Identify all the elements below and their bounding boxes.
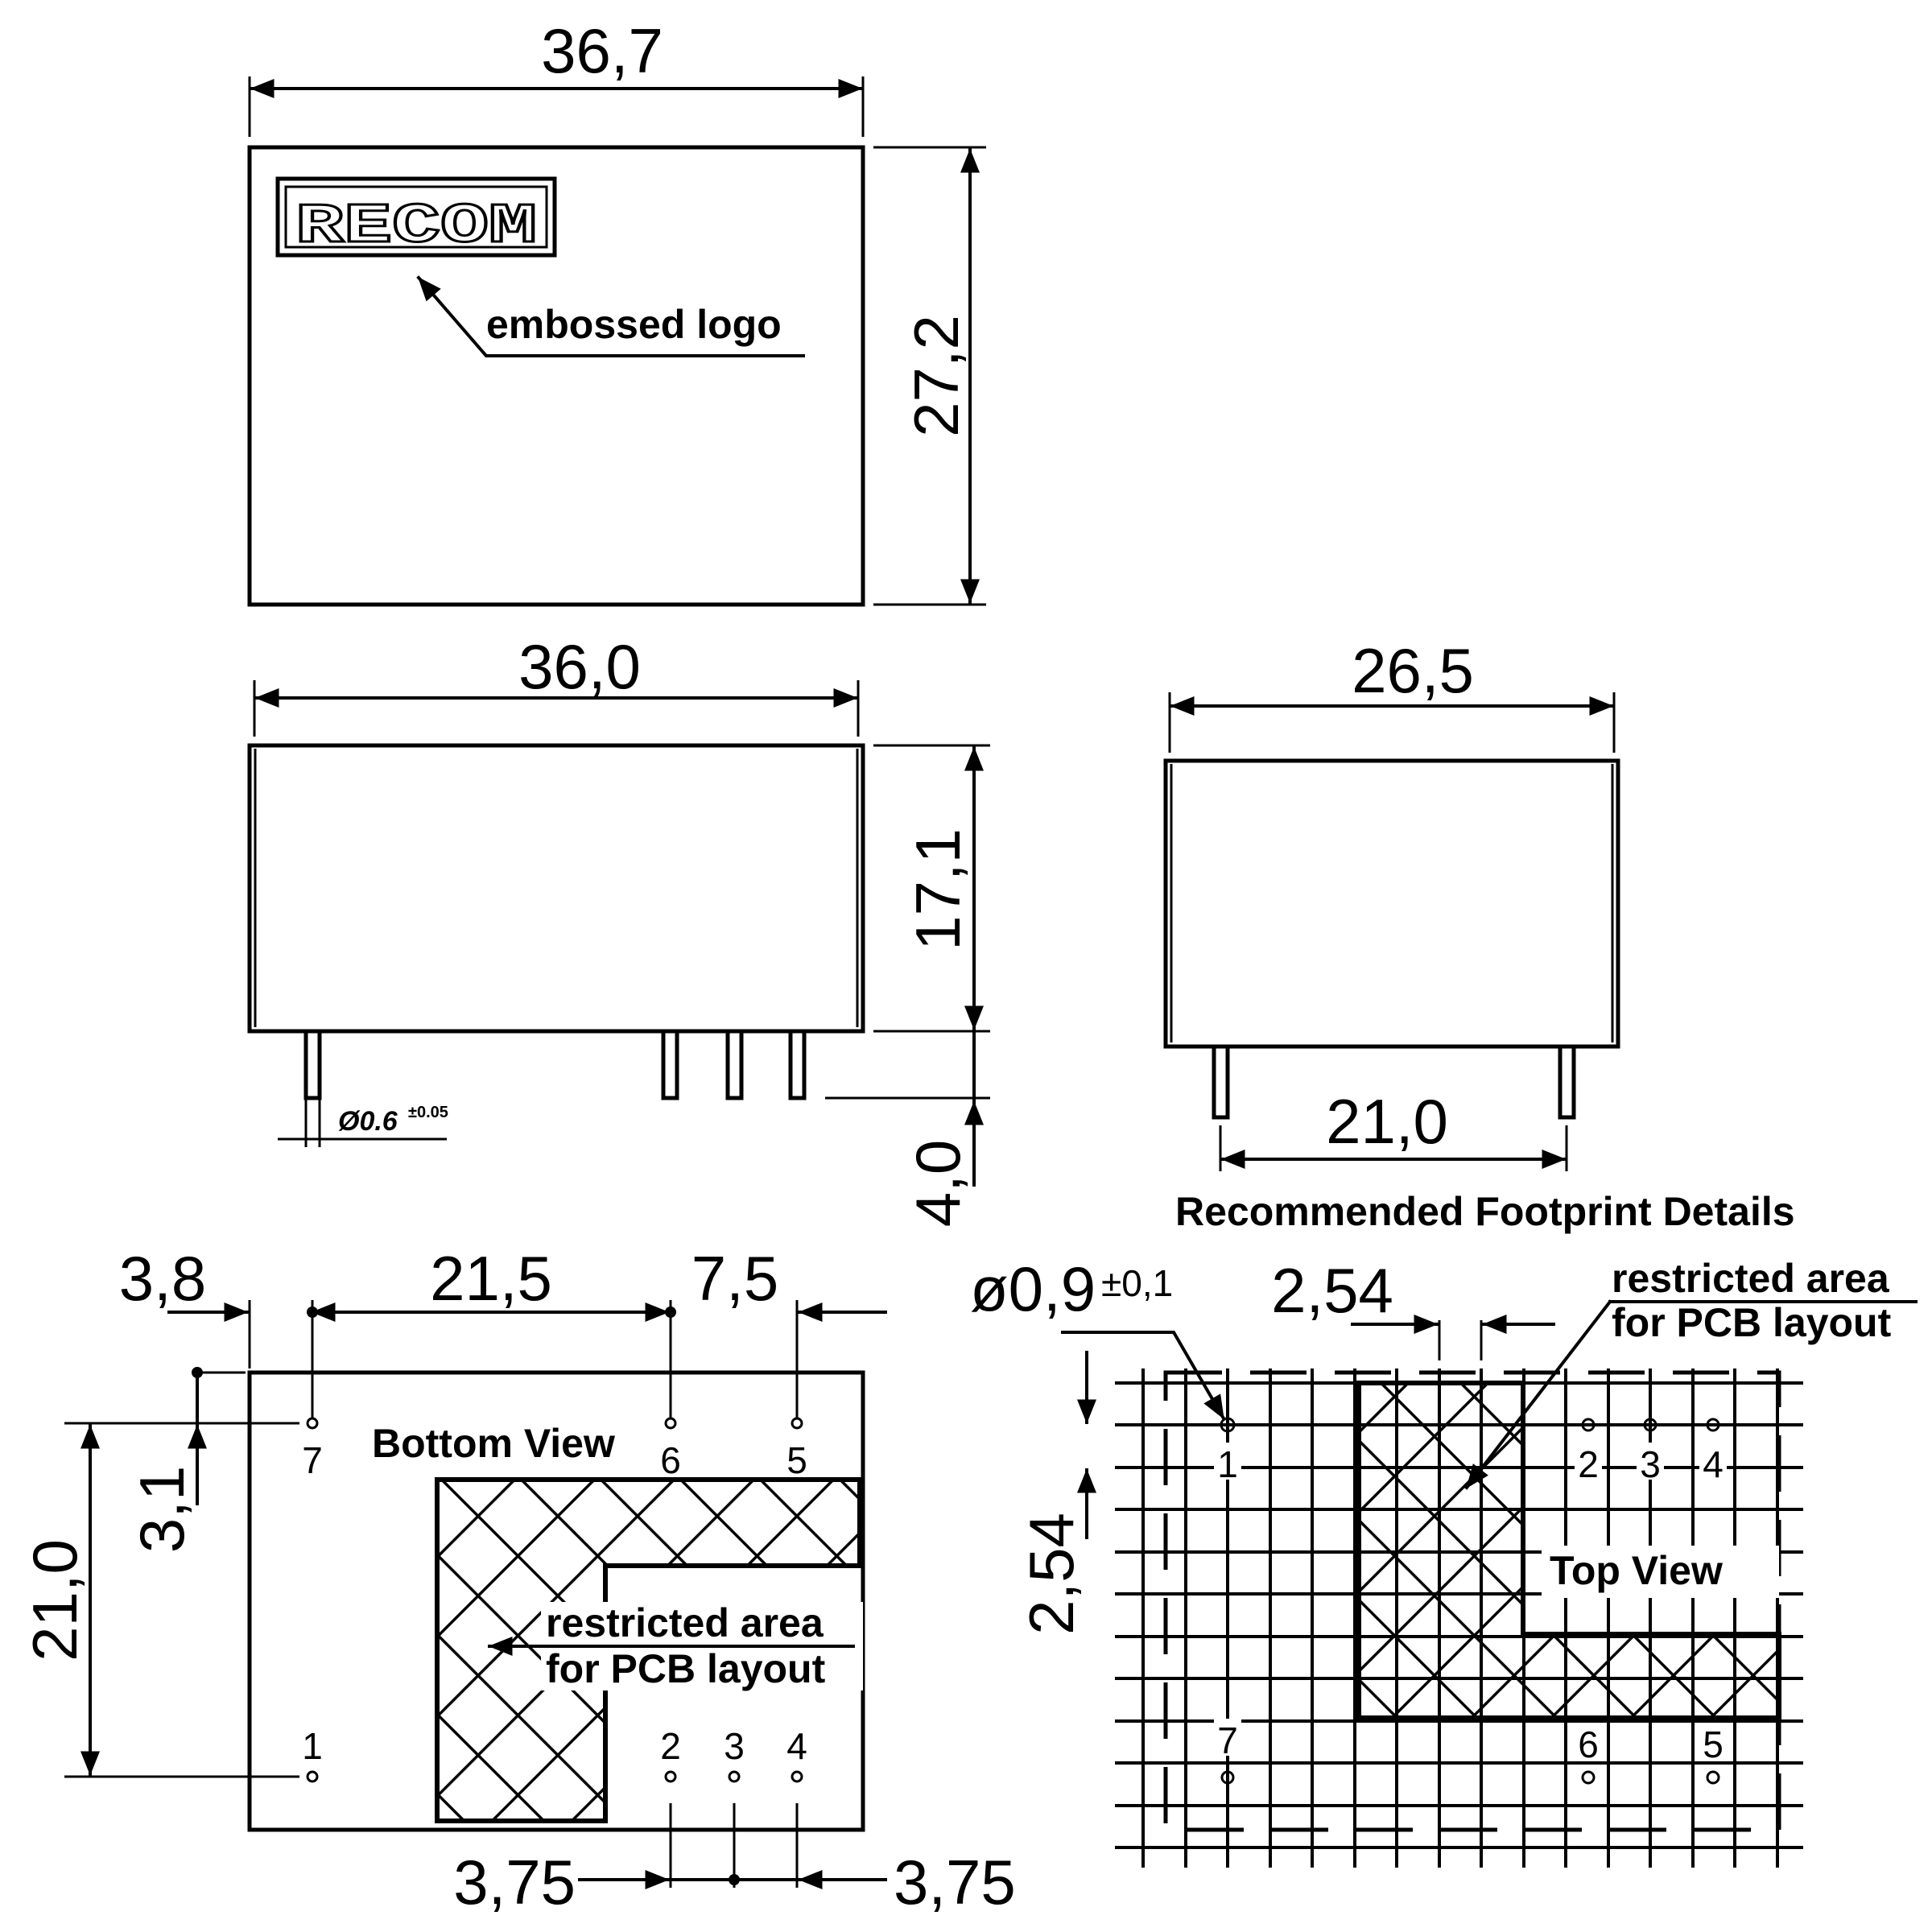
bottom-restricted-area [435,1477,862,1823]
front-height-dim: 17,1 [902,828,973,951]
fp-pin-4 [1706,1418,1720,1432]
fp-pin-3 [1643,1418,1657,1432]
footprint: Recommended Footprint Details [970,1189,1918,1868]
bottom-pin-7-label: 7 [302,1439,323,1481]
bottom-pin-4 [791,1770,803,1783]
top-height-dim: 27,2 [901,315,972,437]
fp-pin-7-label: 7 [1217,1719,1238,1761]
fp-pin-2 [1581,1418,1596,1432]
side-pin-right [1558,1044,1576,1120]
top-view: 36,7 27,2 RECOM embossed logo [247,15,986,607]
fp-pin-6 [1581,1770,1596,1785]
pin-length-dim: 4,0 [902,1140,973,1227]
logo-leader [416,275,805,357]
bottom-pitch-left-dim: 3,75 [453,1847,576,1918]
front-pin-2 [661,1029,679,1100]
pin-diameter: Ø0.6 [338,1106,398,1137]
side-pin-left [1212,1044,1230,1120]
logo-label: embossed logo [486,302,782,347]
bottom-pin-1 [306,1770,319,1783]
side-view-outline [1163,758,1620,1049]
bottom-top-offset-dim: 3,1 [126,1466,197,1553]
fp-restricted-label-2: for PCB layout [1612,1300,1892,1345]
recom-logo: RECOM [275,176,557,261]
bottom-pitch-right-dim: 3,75 [894,1847,1016,1918]
fp-pin-6-label: 6 [1578,1724,1599,1765]
bottom-left-offset-dim: 3,8 [119,1243,206,1314]
bottom-pin-span-dim: 21,5 [430,1243,552,1314]
fp-pin-7 [1220,1770,1235,1785]
fp-pin-5-label: 5 [1703,1724,1724,1765]
fp-pin-2-label: 2 [1578,1443,1599,1485]
footprint-title: Top View [1550,1548,1723,1593]
bottom-restricted-label-2: for PCB layout [546,1646,826,1691]
fp-restricted-leader [1464,1299,1612,1490]
bottom-restricted-label-1: restricted area [546,1600,824,1645]
fp-pin-1 [1220,1417,1236,1433]
side-pin-spacing-dim: 21,0 [1326,1086,1448,1157]
footprint-heading: Recommended Footprint Details [1175,1189,1795,1234]
fp-pin-1-label: 1 [1217,1443,1238,1485]
top-width-dim: 36,7 [541,15,663,86]
bottom-pin5-offset-dim: 7,5 [691,1243,778,1314]
bottom-pin-1-label: 1 [302,1725,323,1767]
front-view: 36,0 17,1 4,0 Ø0.6 ±0.05 [247,631,990,1227]
fp-pitch-h-dim: 2,54 [1271,1255,1393,1326]
fp-pin-3-label: 3 [1640,1443,1661,1485]
bottom-pin-2-label: 2 [660,1725,681,1767]
front-pin-1 [303,1029,322,1100]
pin-diameter-tol: ±0.05 [408,1104,448,1121]
front-pin-4 [788,1029,807,1100]
front-pin-3 [725,1029,744,1100]
fp-pin-5 [1706,1770,1720,1785]
bottom-pin-4-label: 4 [786,1725,807,1767]
logo-text: RECOM [295,196,537,259]
bottom-pin-2 [664,1770,677,1783]
front-view-outline [247,743,865,1034]
hole-tol: ±0,1 [1101,1262,1173,1304]
side-width-dim: 26,5 [1352,635,1474,706]
fp-restricted-label-1: restricted area [1612,1256,1890,1301]
bottom-row-spacing-dim: 21,0 [19,1539,90,1662]
bottom-view: Bottom View restricted area for PCB layo… [19,1243,1016,1918]
fp-pitch-v-dim: 2,54 [1016,1513,1087,1635]
footprint-outline [1163,1370,1781,1832]
front-width-dim: 36,0 [518,631,641,702]
bottom-pin-5-label: 5 [786,1439,807,1481]
bottom-pin-3-label: 3 [724,1725,745,1767]
bottom-pin-3 [728,1770,741,1783]
fp-pin-4-label: 4 [1703,1443,1724,1485]
bottom-view-title: Bottom View [372,1421,615,1466]
bottom-pin-6-label: 6 [660,1439,681,1481]
hole-leader [1061,1331,1226,1421]
side-view: 26,5 21,0 [1163,635,1620,1171]
hole-diameter: ø0,9 [970,1253,1096,1324]
